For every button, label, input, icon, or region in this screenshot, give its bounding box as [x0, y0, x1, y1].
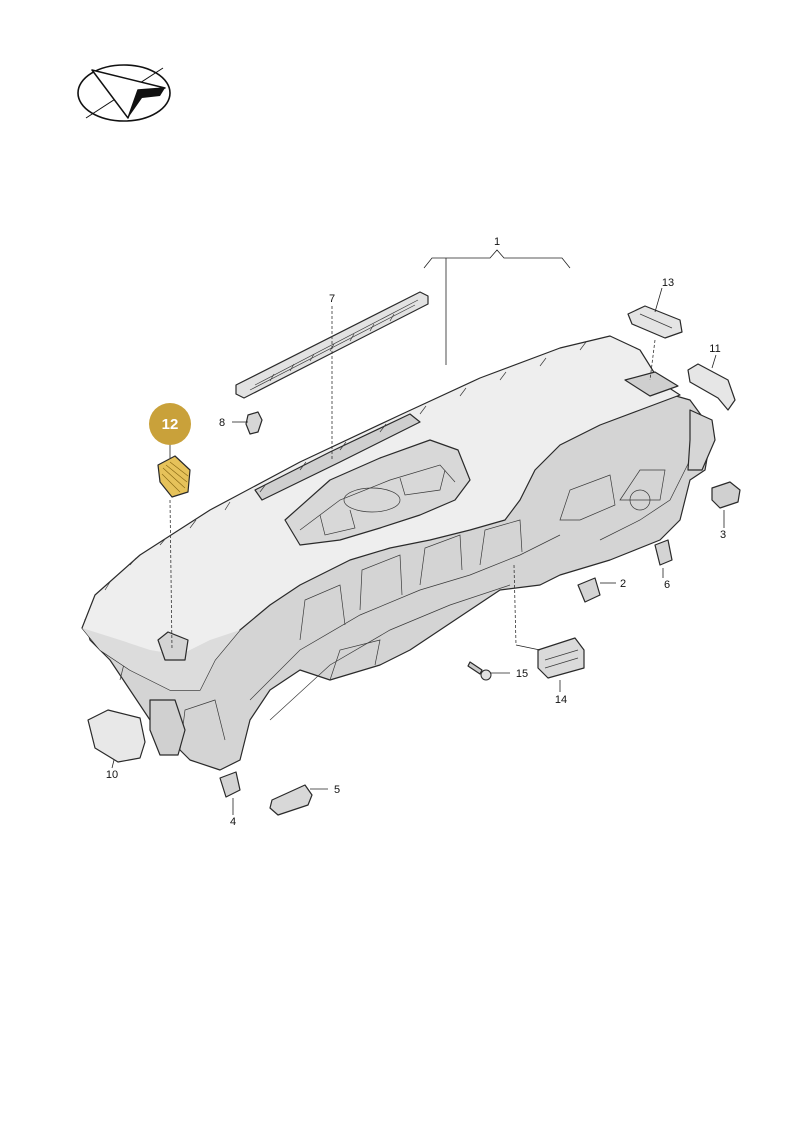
screw-part-15 — [467, 661, 492, 681]
callout-11: 11 — [709, 343, 720, 355]
clip-part-5 — [269, 784, 313, 816]
leader-lines — [111, 249, 725, 815]
clip-part-6 — [654, 539, 673, 566]
callout-7: 7 — [329, 293, 335, 305]
callout-6: 6 — [664, 579, 670, 591]
callout-14: 14 — [555, 694, 567, 706]
callout-4: 4 — [230, 816, 236, 828]
end-cap-part-10 — [87, 709, 146, 763]
callout-12: 12 — [162, 416, 179, 433]
defrost-grille-part-7 — [235, 291, 429, 399]
callout-13: 13 — [662, 277, 674, 289]
switch-module-part-14 — [537, 637, 585, 679]
paper-plane-logo-icon — [77, 64, 171, 122]
clip-part-4 — [219, 771, 241, 798]
callout-3: 3 — [720, 529, 726, 541]
air-vent-part-13 — [627, 305, 683, 339]
clip-part-2 — [577, 577, 601, 603]
clip-part-8 — [245, 411, 263, 435]
callout-2: 2 — [620, 578, 626, 590]
callout-5: 5 — [334, 784, 340, 796]
dashboard-assembly — [81, 335, 716, 771]
dashboard-center-opening — [284, 439, 471, 546]
callout-15: 15 — [516, 668, 528, 680]
air-vent-part-12 — [157, 455, 191, 498]
callout-1: 1 — [494, 236, 500, 248]
callout-12-badge: 12 — [149, 403, 191, 445]
side-trim-part-11 — [687, 363, 736, 411]
bracket-part-3 — [711, 481, 741, 509]
callout-8: 8 — [219, 417, 225, 429]
callout-10: 10 — [106, 769, 118, 781]
